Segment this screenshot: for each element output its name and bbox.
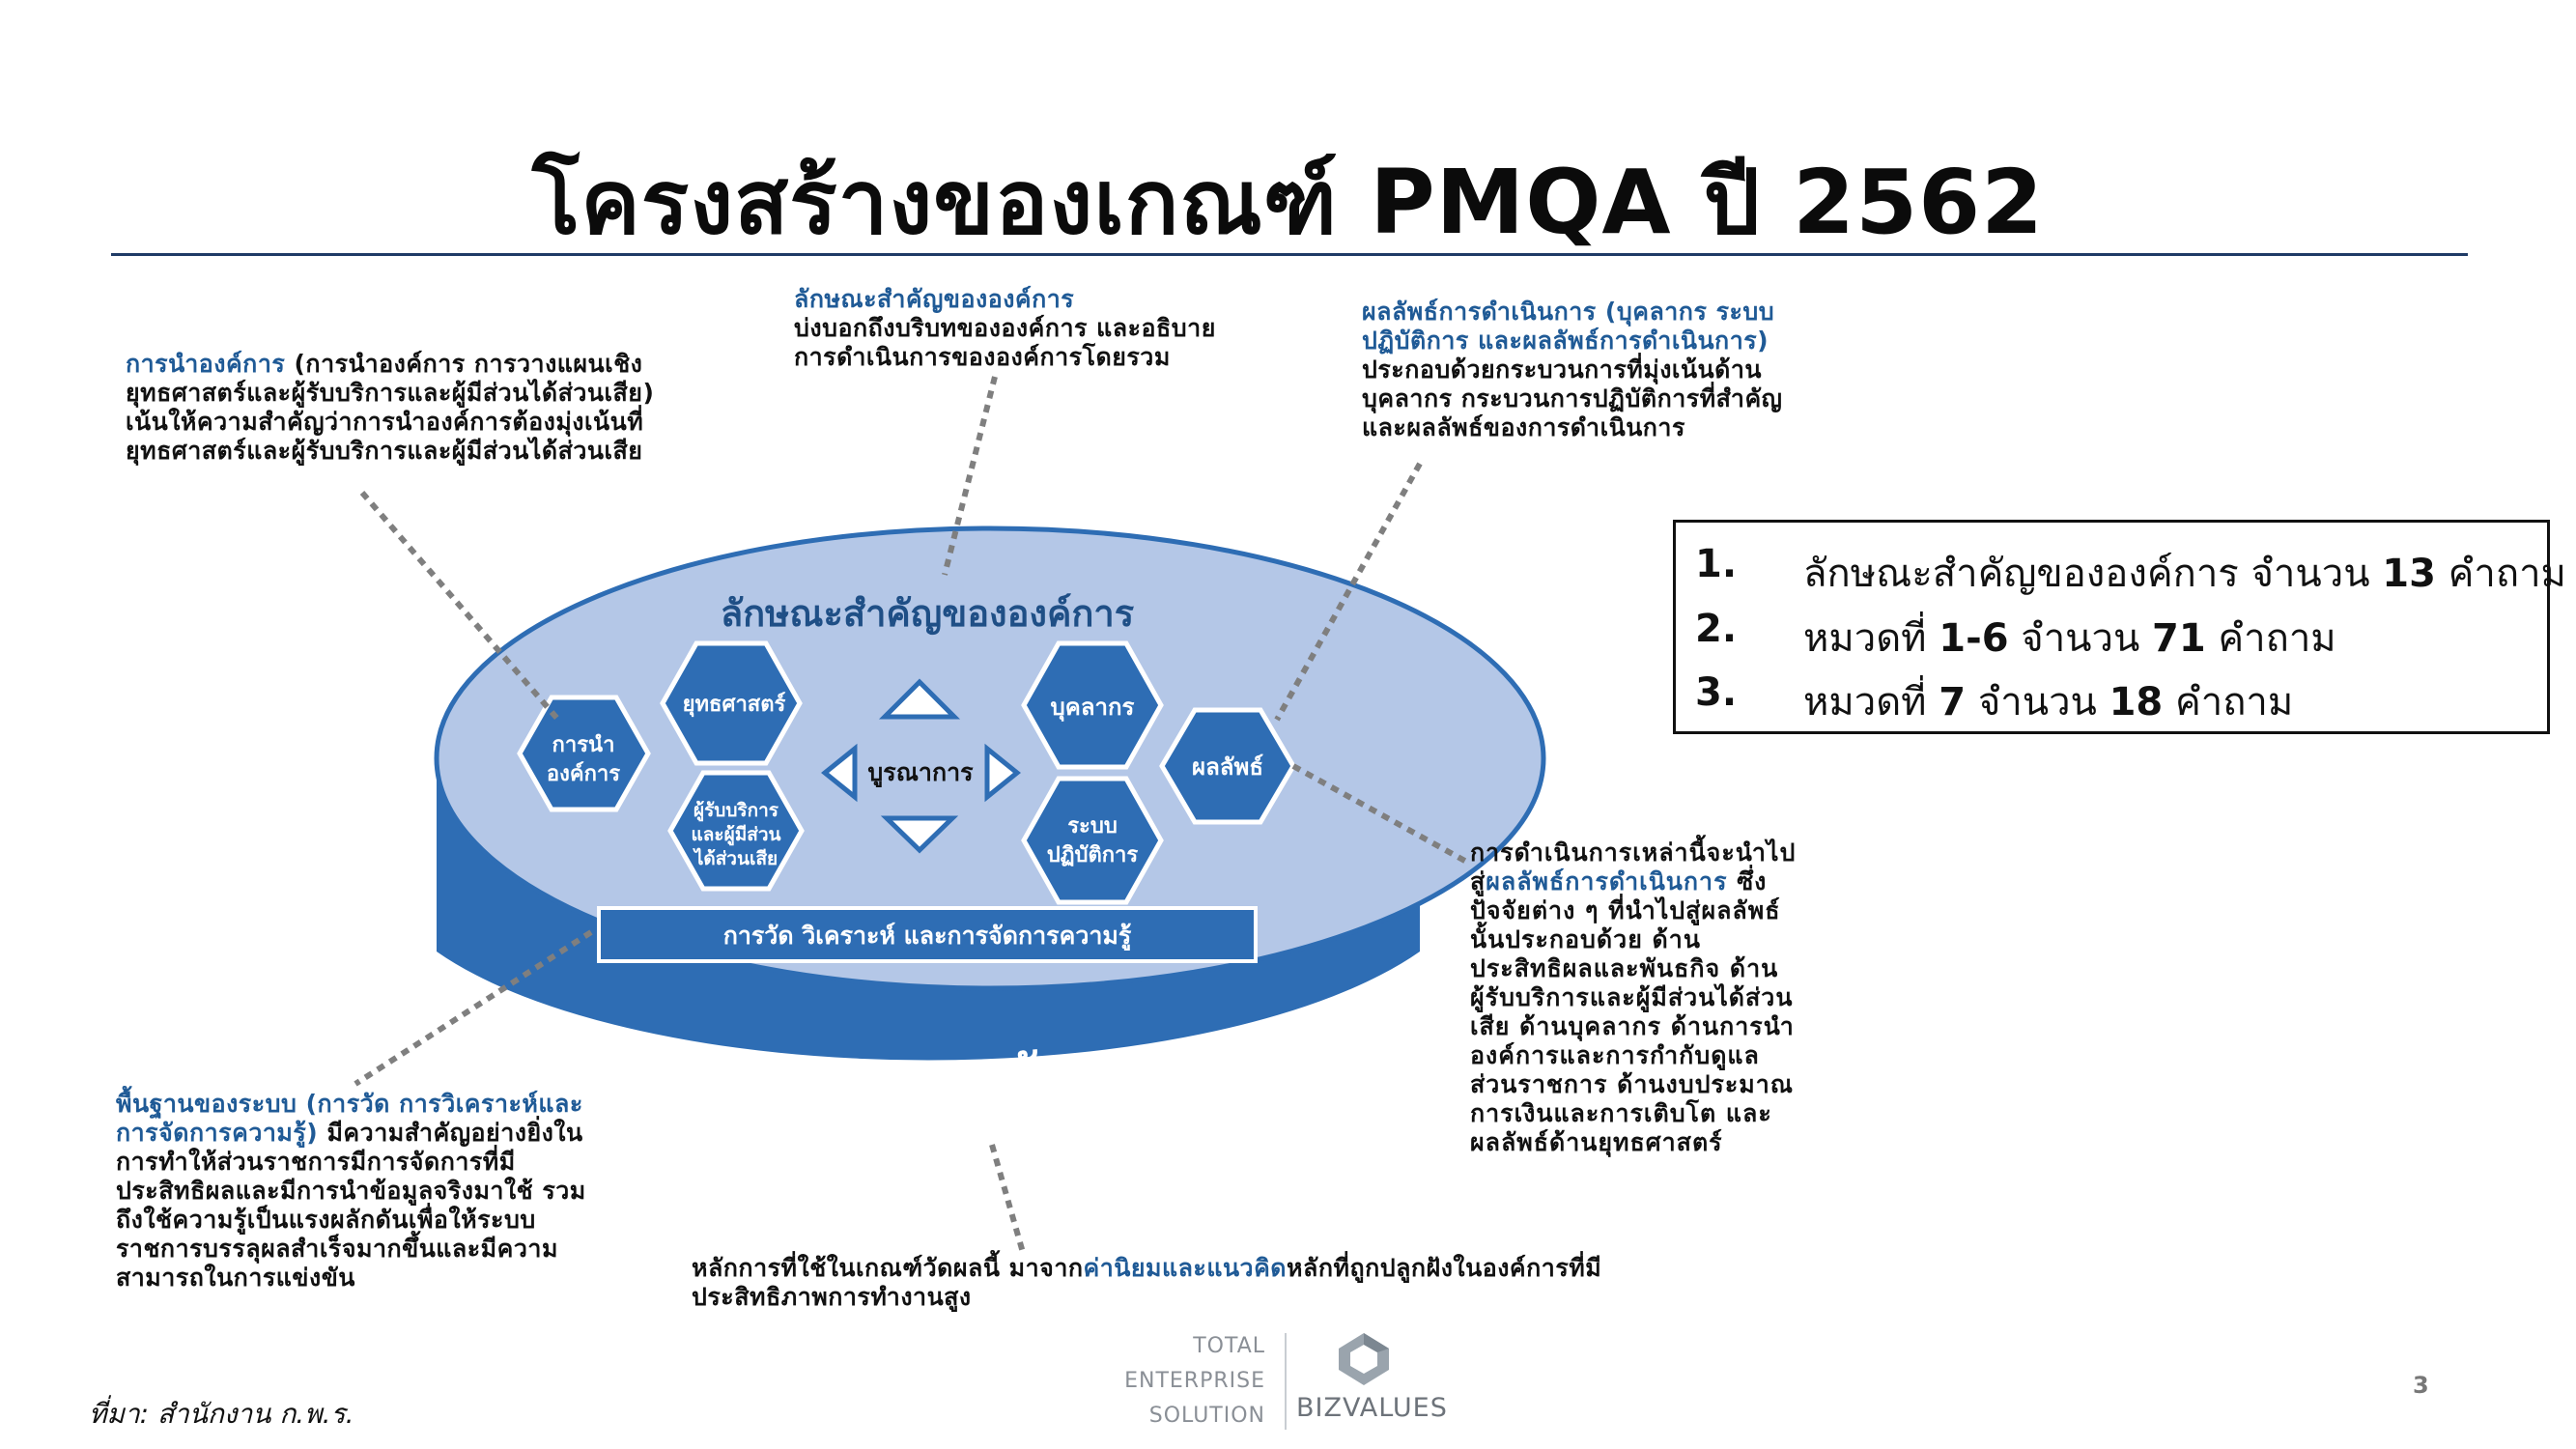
connector-leadership xyxy=(359,491,561,722)
note-values: หลักการที่ใช้ในเกณฑ์วัดผลนี้ มาจากค่านิย… xyxy=(692,1254,1619,1312)
note-leadership: การนำองค์การ (การนำองค์การ การวางแผนเชิง… xyxy=(126,350,695,466)
note-foundation-heading: พื้นฐานของระบบ (การวัด การวิเคราะห์และกา… xyxy=(116,1090,583,1147)
hexagon-operations: ระบบ ปฏิบัติการ xyxy=(1021,776,1164,905)
bizvalues-logo-icon xyxy=(1339,1333,1389,1385)
arrow-down-icon xyxy=(880,815,959,854)
svg-text:ปฏิบัติการ: ปฏิบัติการ xyxy=(1047,843,1139,867)
note-values-lead: หลักการที่ใช้ในเกณฑ์วัดผลนี้ มาจาก xyxy=(692,1254,1084,1282)
note-profile-body: บ่งบอกถึงบริบทขององค์การ และอธิบายการดำเ… xyxy=(794,314,1216,371)
svg-text:ผู้รับบริการ: ผู้รับบริการ xyxy=(694,800,779,822)
hexagon-workforce-label: บุคลากร xyxy=(1051,694,1135,723)
integration-label: บูรณาการ xyxy=(867,758,974,788)
svg-text:ระบบ: ระบบ xyxy=(1067,814,1118,838)
note-foundation-body: มีความสำคัญอย่างยิ่งในการทำให้ส่วนราชการ… xyxy=(116,1119,586,1292)
note-results-body: ซึ่งปัจจัยต่าง ๆ ที่นำไปสู่ผลลัพธ์นั้นปร… xyxy=(1470,867,1795,1156)
connector-values xyxy=(989,1144,1027,1257)
hexagon-results: ผลลัพธ์ xyxy=(1159,707,1296,825)
note-results-focus-heading: ผลลัพธ์การดำเนินการ (บุคลากร ระบบปฏิบัติ… xyxy=(1362,298,1775,355)
svg-text:และผู้มีส่วน: และผู้มีส่วน xyxy=(691,824,780,846)
arrow-up-icon xyxy=(878,678,961,720)
note-results-lead: การดำเนินการเหล่านี้จะนำไปสู่ xyxy=(1470,838,1797,895)
note-leadership-heading: การนำองค์การ xyxy=(126,350,286,378)
title-divider xyxy=(111,253,2468,256)
page-title: โครงสร้างของเกณฑ์ PMQA ปี 2562 xyxy=(531,151,2045,254)
logo-name: BIZVALUES xyxy=(1296,1393,1448,1423)
summary-box: 1. ลักษณะสำคัญขององค์การ จำนวน 13 คำถาม … xyxy=(1673,520,2566,734)
arrow-left-icon xyxy=(821,743,858,803)
hexagon-leadership: การนำ องค์การ xyxy=(517,695,651,812)
hexagon-strategy-label: ยุทธศาสตร์ xyxy=(683,692,786,718)
note-results-heading: ผลลัพธ์การดำเนินการ xyxy=(1486,867,1728,895)
hexagon-strategy: ยุทธศาสตร์ xyxy=(660,640,803,766)
note-leadership-body: (การนำองค์การ การวางแผนเชิงยุทธศาสตร์และ… xyxy=(126,350,655,465)
hexagon-workforce: บุคลากร xyxy=(1021,640,1164,770)
hexagon-results-label: ผลลัพธ์ xyxy=(1192,753,1263,781)
note-results: การดำเนินการเหล่านี้จะนำไปสู่ผลลัพธ์การด… xyxy=(1470,838,1798,1157)
note-foundation: พื้นฐานของระบบ (การวัด การวิเคราะห์และกา… xyxy=(116,1090,589,1293)
note-values-body: หลักที่ถูกปลูกฝังในองค์การที่มีประสิทธิภ… xyxy=(692,1254,1602,1311)
connector-results-focus xyxy=(1274,462,1423,722)
note-results-focus: ผลลัพธ์การดำเนินการ (บุคลากร ระบบปฏิบัติ… xyxy=(1362,298,1806,442)
svg-text:การนำ: การนำ xyxy=(552,733,615,757)
connector-foundation xyxy=(354,929,593,1087)
page-number: 3 xyxy=(2413,1372,2429,1399)
svg-text:องค์การ: องค์การ xyxy=(547,761,620,786)
note-values-heading: ค่านิยมและแนวคิด xyxy=(1083,1254,1288,1282)
source-note: ที่มา: สำนักงาน ก.พ.ร. xyxy=(89,1398,354,1430)
note-profile-heading: ลักษณะสำคัญขององค์การ xyxy=(794,285,1075,313)
note-profile: ลักษณะสำคัญขององค์การ บ่งบอกถึงบริบทของอ… xyxy=(794,285,1219,372)
arrow-right-icon xyxy=(984,743,1021,803)
connector-results xyxy=(1291,763,1470,866)
logo-divider xyxy=(1285,1333,1287,1430)
hexagon-customers: ผู้รับบริการ และผู้มีส่วน ได้ส่วนเสีย xyxy=(667,770,805,892)
logo-tagline: TOTAL ENTERPRISE SOLUTION xyxy=(1124,1334,1265,1428)
measurement-bar xyxy=(597,906,1258,963)
connector-profile xyxy=(942,376,998,576)
measurement-bar-label: การวัด วิเคราะห์ และการจัดการความรู้ xyxy=(723,922,1132,952)
note-results-focus-body: ประกอบด้วยกระบวนการที่มุ่งเน้นด้านบุคลาก… xyxy=(1362,355,1783,441)
svg-text:ได้ส่วนเสีย: ได้ส่วนเสีย xyxy=(693,847,778,869)
disk-top-label: ลักษณะสำคัญขององค์การ xyxy=(721,592,1135,635)
